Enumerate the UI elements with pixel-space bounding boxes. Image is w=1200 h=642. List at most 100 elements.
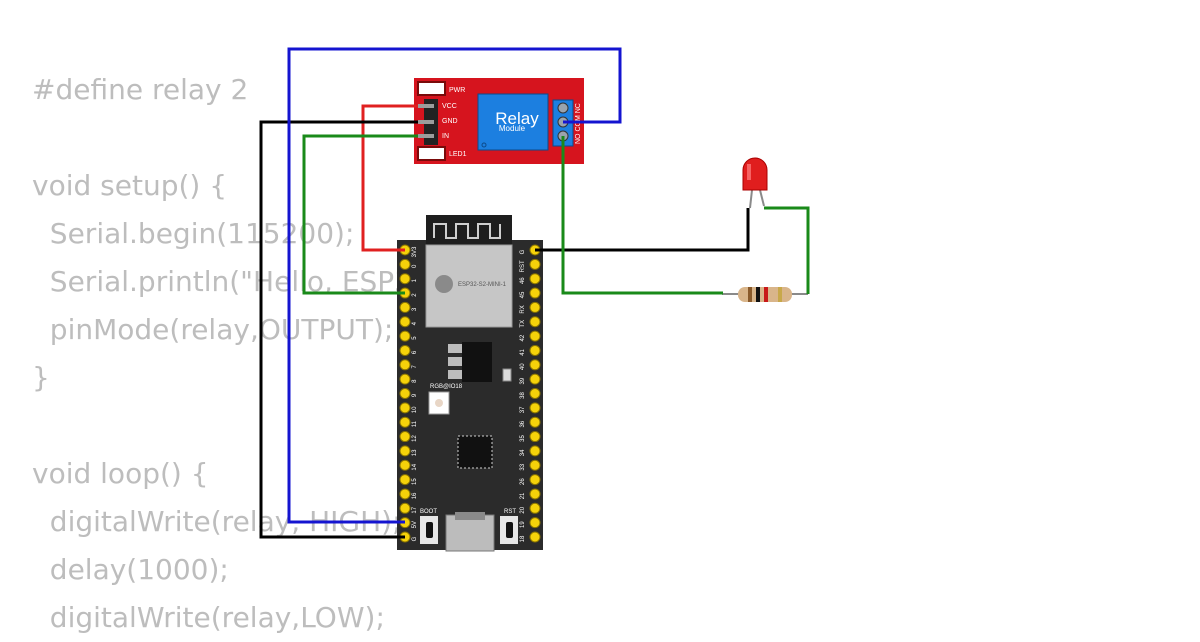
- pwr-led: [417, 81, 446, 96]
- right-pin-label: 42: [520, 334, 526, 341]
- code-line: delay(1000);: [32, 553, 229, 586]
- right-pin-label: 20: [520, 506, 526, 513]
- left-pin[interactable]: [399, 330, 411, 342]
- wire-no-resistor[interactable]: [561, 136, 723, 295]
- right-pin[interactable]: [529, 359, 541, 371]
- rst-label: RST: [504, 509, 516, 515]
- wire-led-gnd[interactable]: [535, 208, 750, 252]
- left-pin-label: 11: [412, 420, 418, 427]
- left-pin[interactable]: [399, 301, 411, 313]
- right-pin[interactable]: [529, 287, 541, 299]
- right-pin[interactable]: [529, 258, 541, 270]
- wire-resistor-led[interactable]: [764, 206, 810, 294]
- right-pin[interactable]: [529, 517, 541, 529]
- relay-subtitle: Module: [499, 124, 526, 133]
- left-pin[interactable]: [399, 502, 411, 514]
- left-pin-label: 12: [412, 435, 418, 442]
- usb-port[interactable]: [445, 514, 495, 552]
- right-pin[interactable]: [529, 459, 541, 471]
- right-pin[interactable]: [529, 445, 541, 457]
- right-pin-label: RX: [520, 305, 526, 313]
- pwr-label: PWR: [449, 87, 465, 94]
- relay-title: Relay: [495, 109, 539, 128]
- left-pin[interactable]: [399, 488, 411, 500]
- left-pin[interactable]: [399, 316, 411, 328]
- code-line: #define relay 2: [32, 73, 249, 106]
- right-pin[interactable]: [529, 402, 541, 414]
- right-pin-label: 37: [520, 406, 526, 413]
- right-pin[interactable]: [529, 344, 541, 356]
- wire-gnd[interactable]: [259, 120, 432, 539]
- left-pin-label: 4: [412, 321, 418, 325]
- left-pin[interactable]: [399, 459, 411, 471]
- left-pin[interactable]: [399, 402, 411, 414]
- right-pin[interactable]: [529, 330, 541, 342]
- left-pin-label: 14: [412, 463, 418, 470]
- wire-3v3-vcc[interactable]: [361, 104, 432, 252]
- left-pin-label: 0: [412, 264, 418, 268]
- code-line: void loop() {: [32, 457, 209, 490]
- wires: [259, 47, 810, 539]
- red-led[interactable]: [742, 157, 768, 209]
- right-pin-label: 40: [520, 363, 526, 370]
- rgb-label: RGB@IO18: [430, 384, 463, 390]
- left-pin-label: 10: [412, 406, 418, 413]
- relay-module[interactable]: PWR LED1 VCC GND IN Relay Module NO COM …: [414, 78, 584, 164]
- left-pin[interactable]: [399, 273, 411, 285]
- right-pin[interactable]: [529, 502, 541, 514]
- right-pin-label: 19: [520, 521, 526, 528]
- left-pin-label: 7: [412, 364, 418, 368]
- left-pin[interactable]: [399, 344, 411, 356]
- code-line: pinMode(relay,OUTPUT);: [32, 313, 394, 346]
- right-pin[interactable]: [529, 531, 541, 543]
- code-line: digitalWrite(relay,LOW);: [32, 601, 385, 634]
- left-pin[interactable]: [399, 445, 411, 457]
- wire-io2-in[interactable]: [302, 134, 432, 295]
- left-pin-label: 17: [412, 506, 418, 513]
- left-pin[interactable]: [399, 258, 411, 270]
- esp32-s2-board[interactable]: ESP32-S2-MINI-1 RGB@IO18 BOOT RST 3V3012…: [397, 215, 543, 552]
- contacts-label: NO COM NC: [575, 103, 582, 144]
- right-pin-label: 45: [520, 291, 526, 298]
- left-pin-label: 5V: [412, 521, 418, 528]
- left-pin[interactable]: [399, 474, 411, 486]
- left-pin-label: 5: [412, 336, 418, 340]
- right-pin-label: 39: [520, 377, 526, 384]
- right-pin-header[interactable]: GRST4645RXTX4241403938373635343326212019…: [520, 244, 541, 543]
- right-pin-label: RST: [520, 260, 526, 272]
- code-line: }: [32, 361, 50, 394]
- left-pin[interactable]: [399, 359, 411, 371]
- left-pin[interactable]: [399, 373, 411, 385]
- right-pin-label: 41: [520, 348, 526, 355]
- pin-in-label: IN: [442, 133, 449, 140]
- right-pin[interactable]: [529, 273, 541, 285]
- resistor[interactable]: [722, 287, 808, 302]
- left-pin-label: 3: [412, 307, 418, 311]
- right-pin[interactable]: [529, 431, 541, 443]
- left-pin-label: 2: [412, 293, 418, 297]
- right-pin[interactable]: [529, 474, 541, 486]
- right-pin[interactable]: [529, 488, 541, 500]
- left-pin[interactable]: [399, 431, 411, 443]
- left-pin[interactable]: [399, 388, 411, 399]
- pin-gnd-label: GND: [442, 118, 458, 125]
- left-pin-label: 13: [412, 449, 418, 456]
- right-pin[interactable]: [529, 416, 541, 428]
- right-pin[interactable]: [529, 373, 541, 385]
- right-pin[interactable]: [529, 301, 541, 313]
- right-pin-label: 46: [520, 277, 526, 284]
- left-pin-label: G: [412, 536, 418, 541]
- right-pin-label: 35: [520, 435, 526, 442]
- left-pin-label: 1: [412, 278, 418, 282]
- wire-5v-com[interactable]: [287, 47, 622, 524]
- right-pin-label: 38: [520, 392, 526, 399]
- antenna-trace: [433, 223, 501, 239]
- relay-cube: [477, 93, 549, 151]
- right-pin[interactable]: [529, 388, 541, 399]
- left-pin[interactable]: [399, 416, 411, 428]
- boot-label: BOOT: [420, 509, 437, 515]
- right-pin[interactable]: [529, 316, 541, 328]
- voltage-regulator: [462, 342, 492, 382]
